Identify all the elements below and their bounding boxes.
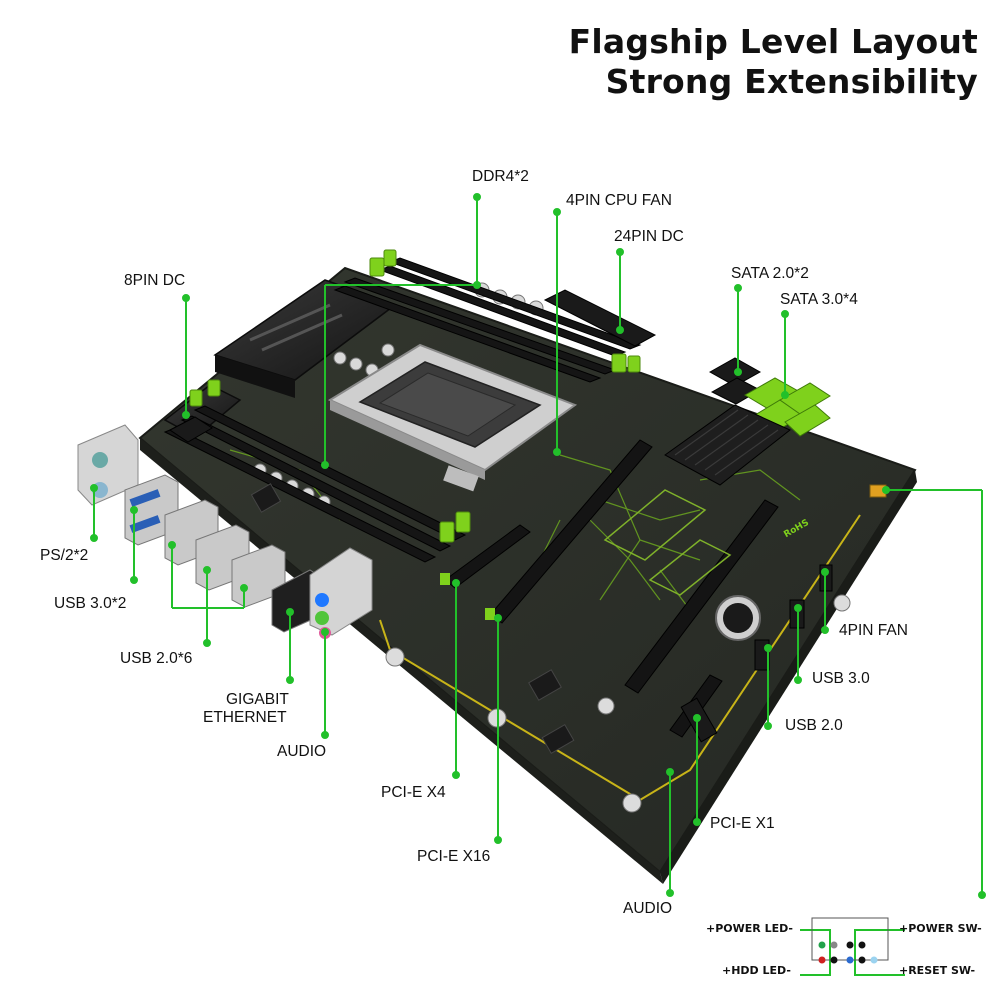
callout-line-usb3-rear	[130, 506, 138, 584]
callout-line-ps2	[90, 484, 98, 542]
mount-holes	[385, 594, 851, 813]
label-24pin-dc: 24PIN DC	[614, 228, 684, 245]
callout-line-sata2	[734, 284, 742, 376]
callout-line-front-panel	[882, 486, 986, 899]
heatsink-stripe	[249, 303, 331, 342]
pcie-latches	[440, 573, 495, 620]
heatsink-stripe	[261, 313, 343, 352]
label-power-led: +POWER LED-	[706, 922, 794, 935]
callout-line-sata3	[781, 310, 789, 399]
label-audio-rear: AUDIO	[277, 743, 327, 760]
label-hdd-led: +HDD LED-	[722, 964, 791, 977]
label-8pin-dc: 8PIN DC	[124, 272, 186, 289]
rear-io	[77, 424, 373, 639]
callout-line-fan4	[821, 568, 829, 634]
atx-24pin	[543, 289, 657, 347]
callout-line-24pin	[616, 248, 624, 334]
front-panel-pinout	[800, 917, 905, 976]
pcie-x16-slot-2	[624, 499, 779, 694]
pcb-edge	[660, 470, 917, 884]
cmos-battery-inner	[723, 603, 753, 633]
label-usb3-header: USB 3.0	[812, 670, 870, 687]
callout-line-pcie-x1	[693, 714, 701, 826]
label-sata3: SATA 3.0*4	[780, 291, 858, 308]
label-power-sw: +POWER SW-	[899, 922, 982, 935]
label-usb2-header: USB 2.0	[785, 717, 843, 734]
label-ddr4: DDR4*2	[472, 168, 529, 185]
label-ps2: PS/2*2	[40, 547, 89, 564]
callout-lines	[90, 193, 986, 899]
headline-line-1: Flagship Level Layout	[568, 22, 978, 61]
pcie-x4-slot	[444, 524, 531, 589]
label-cpu-fan: 4PIN CPU FAN	[566, 192, 672, 209]
label-ethernet-line1: GIGABIT	[226, 691, 289, 708]
chipset-heatsink	[664, 404, 791, 486]
label-pcie-x16: PCI-E X16	[417, 848, 491, 865]
callout-line-usb2-rear	[168, 541, 248, 647]
label-ethernet-line2: ETHERNET	[203, 709, 287, 726]
label-usb2-rear: USB 2.0*6	[120, 650, 193, 667]
callout-line-8pin	[182, 294, 190, 419]
label-sata2: SATA 2.0*2	[731, 265, 809, 282]
headline-line-2: Strong Extensibility	[605, 62, 978, 101]
dimm-latches	[189, 249, 641, 543]
callout-line-cpu-fan	[553, 208, 561, 456]
pinout-pins	[818, 941, 878, 964]
atx-8pin	[169, 416, 213, 443]
ddr4-slots	[163, 257, 642, 563]
callout-line-pcie-x16	[494, 614, 502, 844]
callout-line-usb3-header	[794, 604, 802, 684]
pinout-brace-right	[854, 929, 905, 976]
motherboard	[77, 249, 917, 884]
label-pcie-x4: PCI-E X4	[381, 784, 446, 801]
label-audio-front: AUDIO	[623, 900, 673, 917]
pinout-box	[811, 917, 889, 961]
pinout-brace-left	[800, 929, 831, 976]
vrm-heatsink-top-face	[215, 355, 295, 398]
label-4pin-fan: 4PIN FAN	[839, 622, 908, 639]
label-usb3-rear: USB 3.0*2	[54, 595, 127, 612]
callout-line-ddr4	[321, 193, 481, 469]
misc-chips	[250, 483, 575, 754]
label-reset-sw: +RESET SW-	[899, 964, 976, 977]
pcie-slots	[444, 439, 779, 738]
callout-line-audio-rear	[321, 628, 329, 739]
cpu-socket	[327, 343, 578, 492]
m2-slots	[603, 489, 732, 596]
label-pcie-x1: PCI-E X1	[710, 815, 775, 832]
callout-line-ethernet	[286, 608, 294, 684]
callout-line-audio-front	[666, 768, 674, 897]
callout-line-usb2-header	[764, 644, 772, 730]
callout-line-pcie-x4	[452, 579, 460, 779]
